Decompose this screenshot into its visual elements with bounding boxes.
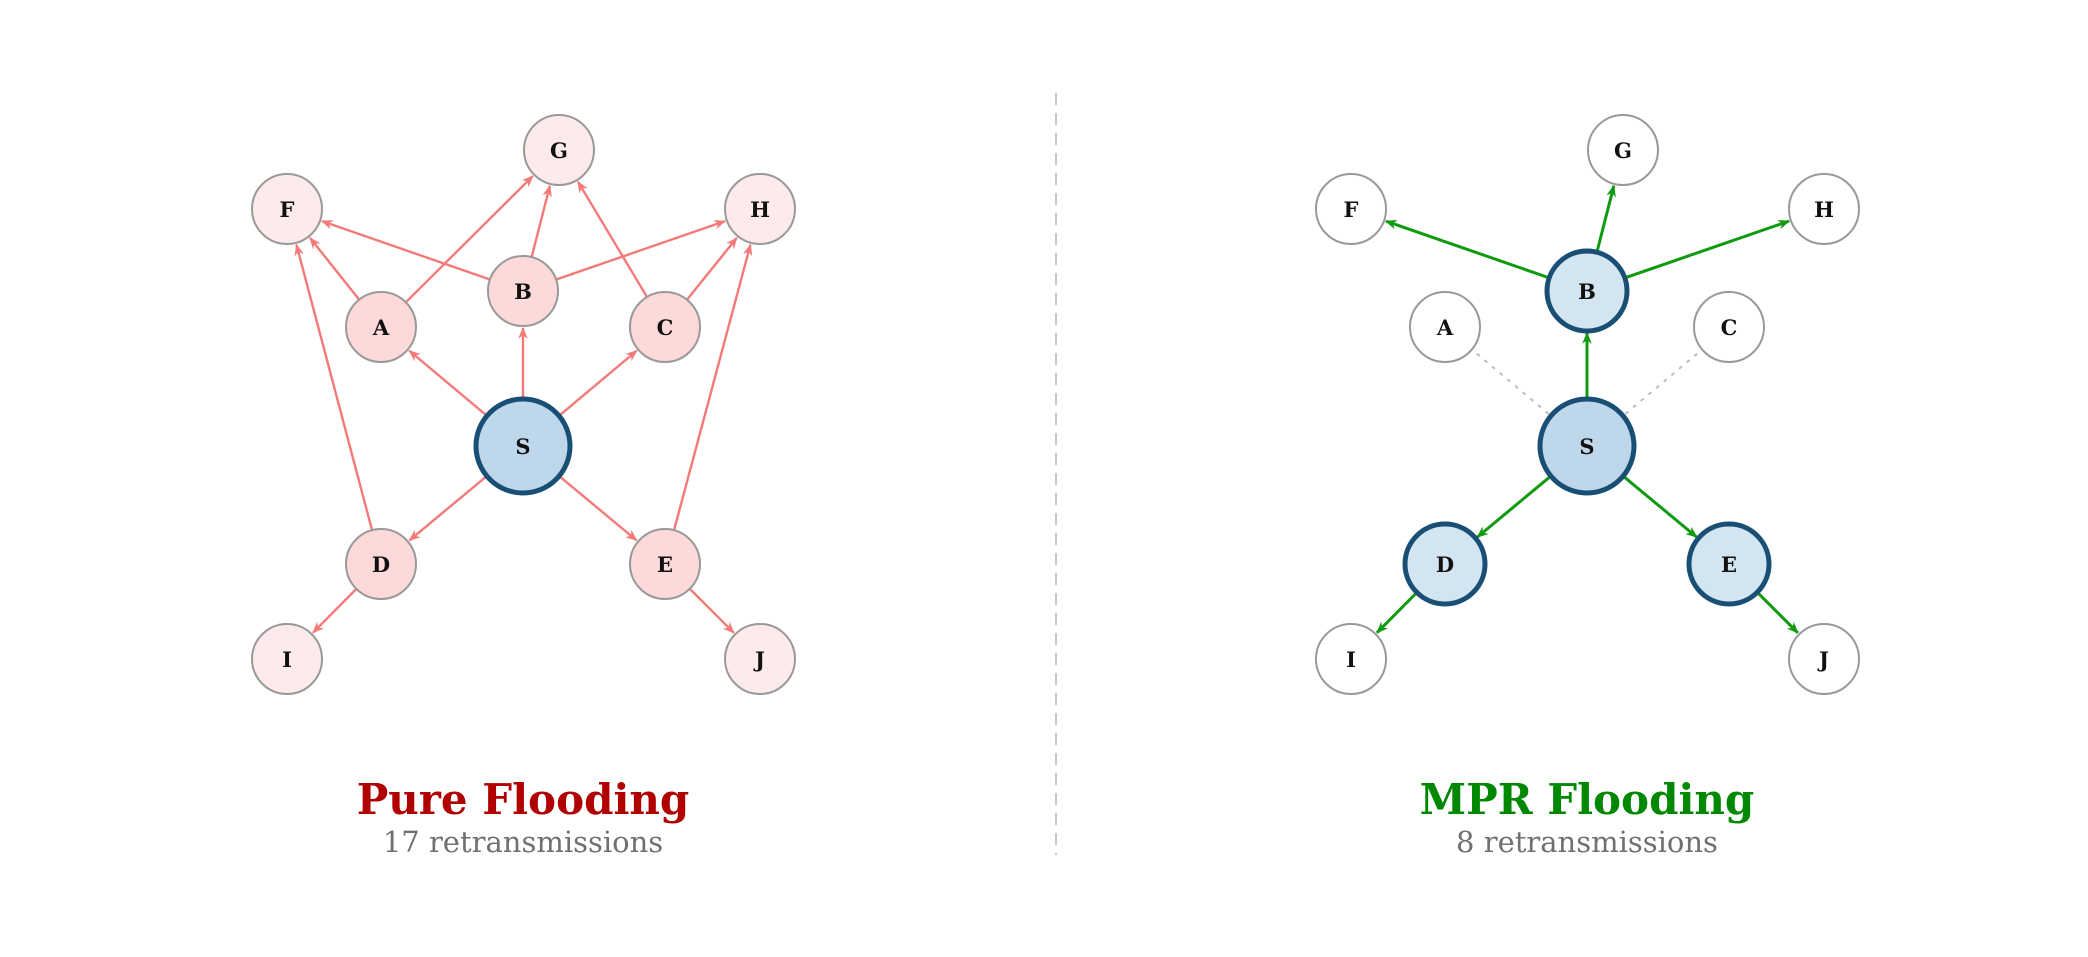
transmission-arrow-S-C bbox=[558, 349, 638, 417]
mpr-node-b: B bbox=[1544, 248, 1630, 334]
mpr-node-s: S bbox=[1537, 396, 1637, 496]
pure-flooding-retransmissions: 17 retransmissions bbox=[382, 825, 664, 859]
pure-node-c: C bbox=[629, 291, 701, 363]
svg-text:J: J bbox=[1817, 647, 1829, 672]
transmission-arrow-E-J bbox=[688, 587, 735, 634]
svg-text:G: G bbox=[550, 138, 568, 163]
unused-link-S-C bbox=[1625, 351, 1701, 415]
pure-node-a: A bbox=[345, 291, 417, 363]
svg-text:S: S bbox=[515, 434, 530, 459]
mpr-flooding-retransmissions: 8 retransmissions bbox=[1456, 825, 1718, 859]
transmission-arrow-B-F bbox=[1384, 219, 1550, 280]
pure-node-e: E bbox=[629, 528, 701, 600]
svg-text:B: B bbox=[514, 279, 532, 304]
pure-node-h: H bbox=[724, 173, 796, 245]
transmission-arrow-S-D bbox=[1476, 474, 1552, 539]
transmission-arrow-S-E bbox=[558, 475, 638, 542]
svg-text:J: J bbox=[753, 647, 765, 672]
mpr-node-f: F bbox=[1315, 173, 1387, 245]
transmission-arrow-A-F bbox=[309, 237, 361, 301]
transmission-arrow-B-G bbox=[530, 184, 552, 258]
mpr-flooding-panel: G F H B A C S D E I J bbox=[1315, 114, 1860, 695]
svg-text:E: E bbox=[1721, 552, 1737, 577]
svg-text:D: D bbox=[1436, 552, 1454, 577]
transmission-arrow-D-I bbox=[1375, 591, 1418, 634]
pure-flooding-title: Pure Flooding bbox=[356, 775, 690, 824]
svg-text:B: B bbox=[1578, 279, 1596, 304]
svg-text:E: E bbox=[657, 552, 673, 577]
mpr-node-a: A bbox=[1409, 291, 1481, 363]
transmission-arrow-A-G bbox=[404, 175, 534, 304]
pure-node-s: S bbox=[473, 396, 573, 496]
svg-text:D: D bbox=[372, 552, 390, 577]
pure-node-b: B bbox=[487, 255, 559, 327]
svg-text:F: F bbox=[1344, 197, 1359, 222]
transmission-arrow-C-H bbox=[686, 236, 738, 301]
pure-node-f: F bbox=[251, 173, 323, 245]
svg-text:C: C bbox=[1721, 315, 1738, 340]
mpr-flooding-title: MPR Flooding bbox=[1419, 775, 1755, 824]
mpr-node-j: J bbox=[1788, 623, 1860, 695]
svg-text:C: C bbox=[657, 315, 674, 340]
pure-node-i: I bbox=[251, 623, 323, 695]
pure-node-j: J bbox=[724, 623, 796, 695]
pure-node-d: D bbox=[345, 528, 417, 600]
transmission-arrow-S-D bbox=[408, 475, 488, 542]
svg-text:G: G bbox=[1614, 138, 1632, 163]
transmission-arrow-E-H bbox=[672, 243, 753, 531]
svg-text:S: S bbox=[1579, 434, 1594, 459]
svg-text:A: A bbox=[1436, 315, 1454, 340]
svg-text:I: I bbox=[1346, 647, 1356, 672]
svg-text:H: H bbox=[1814, 197, 1834, 222]
mpr-node-h: H bbox=[1788, 173, 1860, 245]
mpr-node-e: E bbox=[1686, 521, 1772, 607]
transmission-arrow-C-G bbox=[576, 180, 649, 298]
transmission-arrow-B-F bbox=[320, 220, 491, 281]
unused-link-S-A bbox=[1473, 351, 1549, 415]
transmission-arrow-S-E bbox=[1622, 474, 1698, 539]
svg-text:F: F bbox=[280, 197, 295, 222]
mpr-node-d: D bbox=[1402, 521, 1488, 607]
transmission-arrow-D-F bbox=[294, 243, 374, 531]
svg-text:I: I bbox=[282, 647, 292, 672]
transmission-arrow-S-A bbox=[408, 349, 488, 417]
pure-node-g: G bbox=[523, 114, 595, 186]
mpr-node-g: G bbox=[1587, 114, 1659, 186]
mpr-node-c: C bbox=[1693, 291, 1765, 363]
mpr-node-i: I bbox=[1315, 623, 1387, 695]
transmission-arrow-B-H bbox=[1624, 219, 1791, 280]
transmission-arrow-D-I bbox=[312, 588, 358, 634]
transmission-arrow-E-J bbox=[1756, 591, 1799, 634]
pure-flooding-panel: G F H B A C S D E I J bbox=[251, 114, 796, 695]
transmission-arrow-B-G bbox=[1595, 184, 1616, 253]
svg-text:H: H bbox=[750, 197, 770, 222]
svg-text:A: A bbox=[372, 315, 390, 340]
transmission-arrow-B-H bbox=[555, 219, 727, 281]
